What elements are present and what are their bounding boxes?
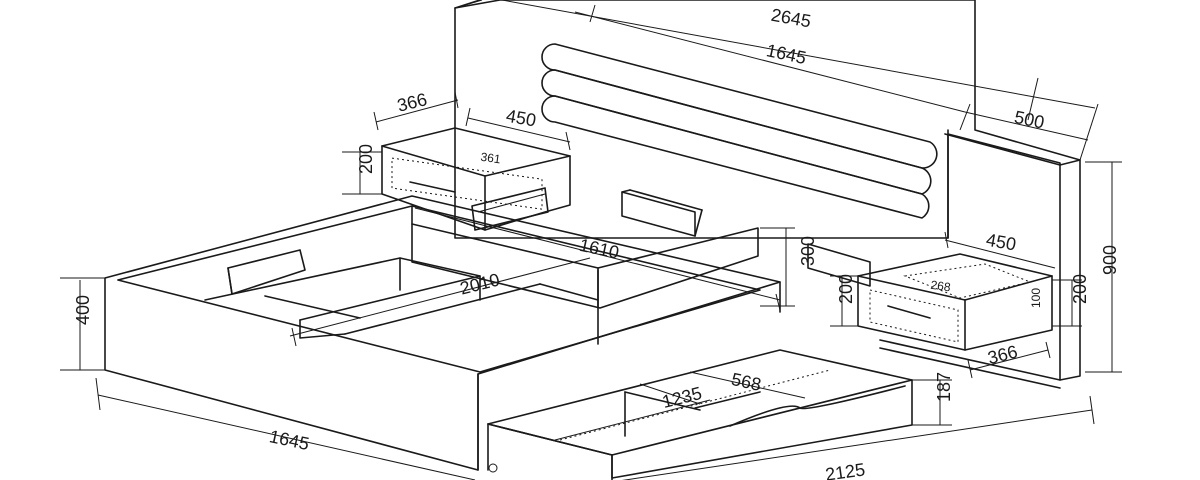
label-frame-width: 1645 — [268, 426, 311, 454]
label-frame-length: 2125 — [824, 459, 866, 480]
bed-drawer — [487, 349, 913, 480]
right-bedside-table — [857, 253, 1053, 351]
label-footboard-height: 300 — [798, 236, 818, 266]
label-right-table-height-right: 200 — [1070, 274, 1090, 304]
bed-frame — [104, 195, 781, 471]
label-right-table-width: 366 — [986, 341, 1020, 368]
label-frame-height: 400 — [73, 295, 93, 325]
label-right-drawer-depth: 100 — [1029, 288, 1043, 308]
label-inner-width: 1610 — [578, 235, 621, 263]
label-headboard-length: 2645 — [770, 5, 813, 32]
label-left-table-depth: 450 — [505, 106, 538, 131]
label-drawer-height: 187 — [934, 372, 954, 402]
label-left-drawer-width: 361 — [480, 150, 502, 167]
label-left-table-height: 200 — [356, 144, 376, 174]
label-shelf-width: 500 — [1013, 107, 1047, 133]
headboard-cushions — [541, 43, 938, 219]
dimension-lines — [60, 0, 1122, 480]
label-right-table-height-left: 200 — [836, 274, 856, 304]
label-inner-length: 2010 — [458, 269, 502, 298]
label-cushion-length: 1645 — [765, 40, 808, 68]
label-left-table-width: 366 — [395, 89, 429, 116]
label-right-drawer-width: 268 — [930, 278, 952, 295]
label-drawer-depth: 568 — [730, 369, 764, 395]
left-bedside-table — [381, 127, 571, 231]
label-headboard-height: 900 — [1100, 245, 1120, 275]
support-blocks — [227, 189, 871, 295]
